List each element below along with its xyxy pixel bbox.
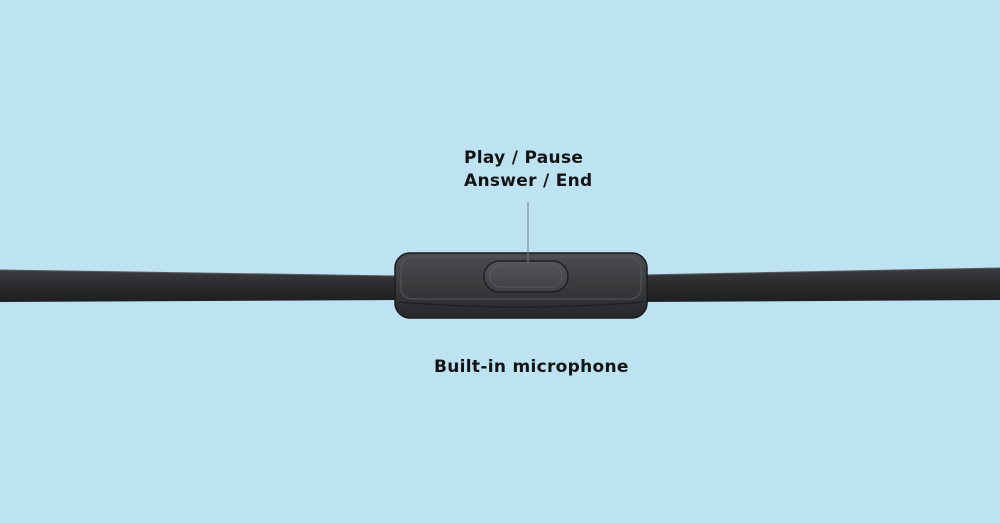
button-label: Play / Pause Answer / End xyxy=(464,147,593,193)
button-label-line1: Play / Pause xyxy=(464,148,584,168)
cable-left xyxy=(0,269,401,302)
cable-right xyxy=(639,267,1000,302)
control-button[interactable] xyxy=(483,260,569,293)
button-label-line2: Answer / End xyxy=(464,171,593,191)
microphone-label: Built-in microphone xyxy=(434,357,629,377)
